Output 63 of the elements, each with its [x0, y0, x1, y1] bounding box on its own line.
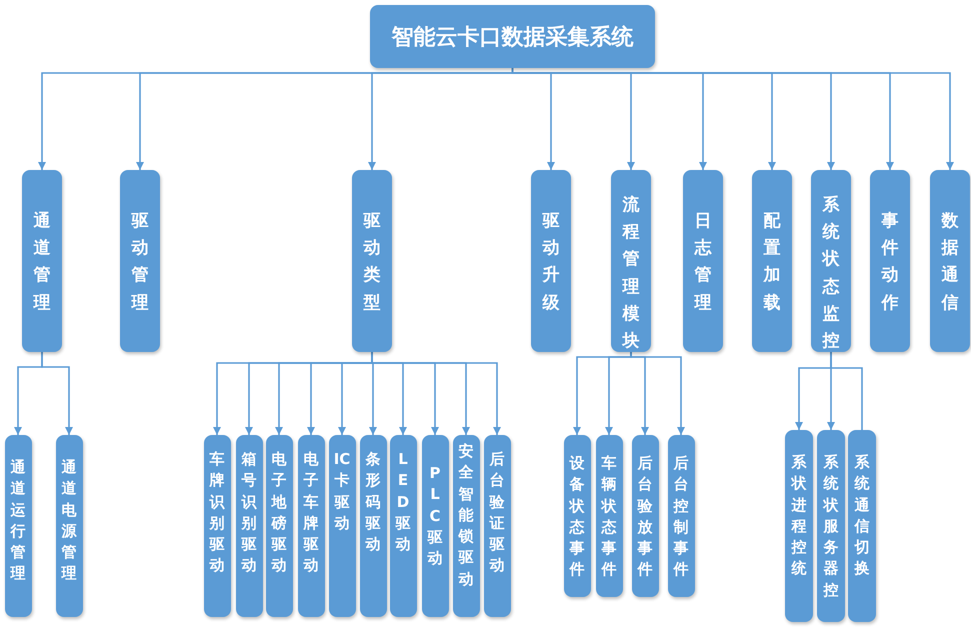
module-box: [531, 170, 571, 352]
module-box: [360, 435, 386, 617]
module-box: [752, 170, 792, 352]
module-label: LED驱动: [394, 449, 412, 556]
module-label: 后台验证驱动: [488, 449, 506, 576]
module-label: 驱动升级: [541, 210, 560, 315]
module-box: [236, 435, 262, 617]
module-label: PLC驱动: [426, 463, 444, 570]
module-label: 安全智能锁驱动: [457, 441, 474, 590]
module-box: [785, 430, 813, 622]
connector-arrow: [41, 352, 73, 435]
module-label: 智能云卡口数据采集系统: [392, 24, 634, 52]
module-label: 通道电源管理: [60, 457, 78, 584]
module-box: [564, 435, 590, 597]
module-label: 配置加载: [762, 210, 782, 315]
module-label: 通道运行管理: [9, 457, 26, 584]
module-box: [204, 435, 230, 617]
module-label: 条形码驱动: [364, 449, 382, 556]
module-label: 系统状态监控: [820, 194, 840, 353]
module-label: 设备状态事件: [568, 453, 586, 580]
module-box: [632, 435, 658, 597]
module-box: [266, 435, 292, 617]
module-box: [848, 430, 876, 622]
module-box: [870, 170, 910, 352]
module-box: [683, 170, 723, 352]
system-title-box: [370, 5, 655, 68]
module-box: [352, 170, 392, 352]
module-label: 电子地磅驱动: [270, 449, 288, 576]
module-box: [4, 435, 32, 617]
module-label: 日志管理: [693, 210, 713, 315]
module-box: [668, 435, 694, 597]
module-box: [611, 170, 651, 352]
module-box: [22, 170, 62, 352]
module-box: [120, 170, 160, 352]
module-label: 电子车牌驱动: [302, 449, 320, 576]
module-label: IC卡驱动: [332, 449, 352, 534]
module-label: 流程管理模块: [620, 194, 640, 353]
module-label: 事件动作: [880, 210, 900, 315]
module-label: 数据通信: [940, 210, 960, 315]
connector-arrow: [630, 352, 685, 435]
module-box: [596, 435, 622, 597]
module-label: 箱号识别驱动: [240, 449, 258, 576]
module-label: 车牌识别驱动: [208, 449, 226, 576]
module-label: 驱动类型: [362, 210, 382, 315]
module-label: 通道管理: [32, 210, 52, 315]
module-label: 系统通信切换: [853, 452, 870, 580]
module-label: 后台验放事件: [636, 453, 654, 580]
module-box: [328, 435, 356, 617]
module-box: [930, 170, 970, 352]
module-box: [298, 435, 324, 617]
module-box: [390, 435, 416, 617]
module-label: 车辆状态事件: [600, 453, 618, 580]
module-box: [811, 170, 851, 352]
connector-arrow: [371, 352, 501, 435]
module-label: 后台控制事件: [672, 453, 690, 580]
module-box: [452, 435, 480, 617]
module-label: 系统状服务器控: [822, 452, 840, 601]
module-label: 驱动管理: [130, 210, 150, 315]
module-box: [484, 435, 510, 617]
module-box: [56, 435, 82, 617]
module-label: 系状进程控统: [790, 452, 808, 580]
module-box: [817, 430, 845, 622]
module-box: [422, 435, 448, 617]
